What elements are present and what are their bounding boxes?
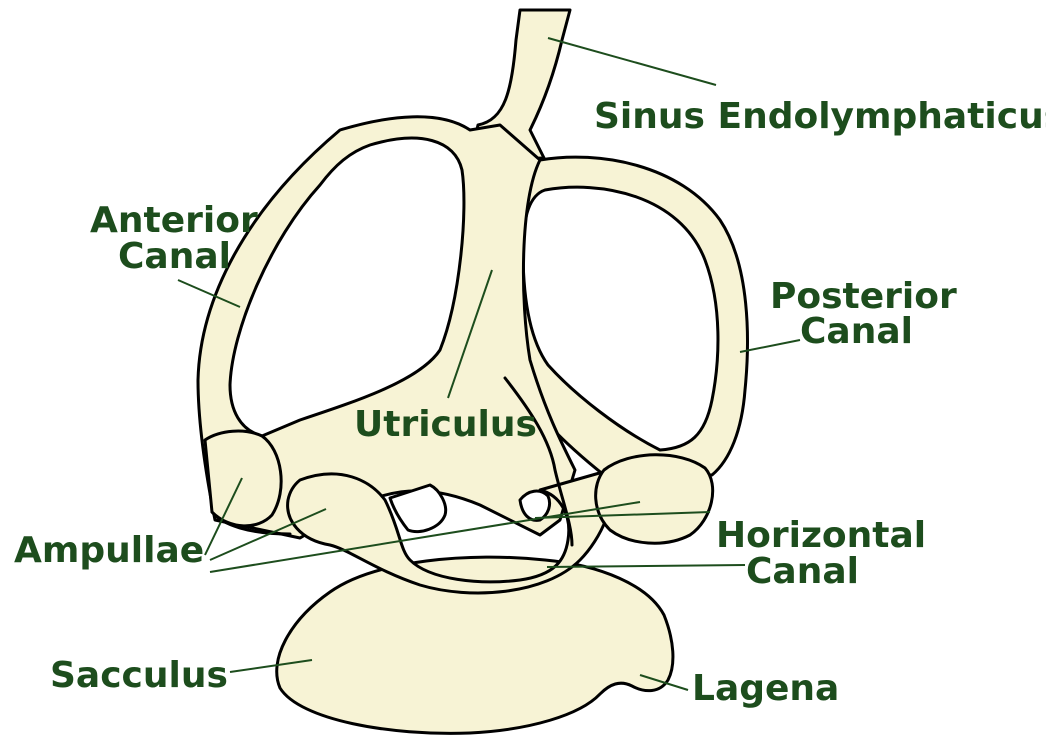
label-ampullae: Ampullae xyxy=(14,530,204,571)
label-lagena: Lagena xyxy=(692,668,839,709)
label-horizontal-canal-line1: Horizontal xyxy=(716,515,926,556)
anterior-ampulla-shape xyxy=(205,431,281,526)
posterior-ampulla-shape xyxy=(596,455,713,543)
sinus-endolymphaticus-leader xyxy=(548,38,716,85)
label-horizontal-canal-line2: Canal xyxy=(746,551,859,592)
label-posterior-canal-line2: Canal xyxy=(800,311,913,352)
label-sinus-endolymphaticus: Sinus Endolymphaticus xyxy=(594,96,1046,137)
label-utriculus: Utriculus xyxy=(354,404,537,445)
posterior-canal-leader xyxy=(740,340,800,352)
label-sacculus: Sacculus xyxy=(50,655,228,696)
label-anterior-canal-line2: Canal xyxy=(118,236,231,277)
label-anterior-canal-line1: Anterior xyxy=(90,200,258,241)
